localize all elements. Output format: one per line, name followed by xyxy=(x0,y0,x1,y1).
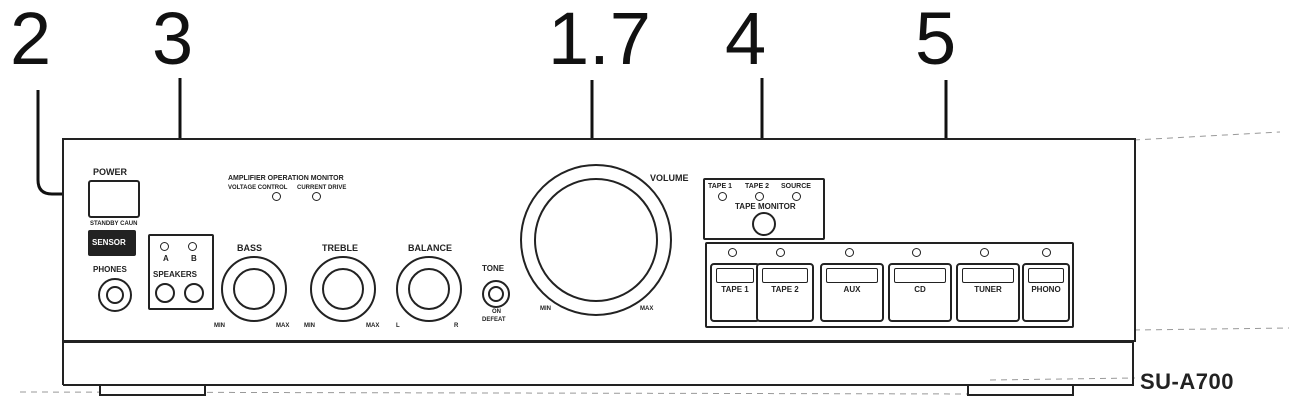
callout-3: 3 xyxy=(152,0,194,80)
selector-led-phono xyxy=(1042,248,1051,257)
sensor-window xyxy=(88,230,136,256)
speaker-a-label: A xyxy=(163,254,169,263)
selector-tape-2-button[interactable]: TAPE 2 xyxy=(756,263,814,322)
balance-r-label: R xyxy=(454,323,459,329)
tone-button-inner xyxy=(488,286,504,302)
selector-tape-1-button[interactable]: TAPE 1 xyxy=(710,263,760,322)
speaker-a-button[interactable] xyxy=(155,283,175,303)
tape2-monitor-label: TAPE 2 xyxy=(745,183,769,190)
foot-right xyxy=(967,384,1074,396)
tape2-monitor-led xyxy=(755,192,764,201)
volume-min-label: MIN xyxy=(540,306,551,312)
tape1-monitor-label: TAPE 1 xyxy=(708,183,732,190)
phones-jack-inner xyxy=(106,286,124,304)
selector-cd-button[interactable]: CD xyxy=(888,263,952,322)
scan-artifact xyxy=(1133,131,1281,141)
balance-knob-cap xyxy=(408,268,450,310)
callout-2: 2 xyxy=(10,0,52,80)
button-strip xyxy=(762,268,808,283)
voltage-control-label: VOLTAGE CONTROL xyxy=(228,185,288,191)
model-number: SU-A700 xyxy=(1140,369,1234,394)
speaker-b-label: B xyxy=(191,254,197,263)
source-monitor-led xyxy=(792,192,801,201)
speaker-b-button[interactable] xyxy=(184,283,204,303)
treble-label: TREBLE xyxy=(322,243,358,253)
treble-min-label: MIN xyxy=(304,323,315,329)
tone-on-label: ON xyxy=(492,309,501,315)
speakers-label: SPEAKERS xyxy=(153,270,198,279)
monitor-title: AMPLIFIER OPERATION MONITOR xyxy=(228,175,344,182)
scan-artifact xyxy=(989,377,1136,381)
power-label: POWER xyxy=(93,167,128,177)
balance-l-label: L xyxy=(396,323,400,329)
button-strip xyxy=(1028,268,1064,283)
callout-1-7: 1.7 xyxy=(548,0,651,80)
current-drive-label: CURRENT DRIVE xyxy=(297,185,347,191)
button-strip xyxy=(716,268,754,283)
tape1-monitor-led xyxy=(718,192,727,201)
scan-artifact xyxy=(1133,327,1289,331)
bass-min-label: MIN xyxy=(214,323,225,329)
selector-tape-1-label: TAPE 1 xyxy=(721,285,749,294)
volume-max-label: MAX xyxy=(640,306,654,312)
selector-led-tuner xyxy=(980,248,989,257)
current-drive-led xyxy=(312,192,321,201)
selector-led-aux xyxy=(845,248,854,257)
leader-2 xyxy=(36,90,88,196)
tone-label: TONE xyxy=(482,264,505,273)
bass-max-label: MAX xyxy=(276,323,290,329)
selector-phono-button[interactable]: PHONO xyxy=(1022,263,1070,322)
volume-label: VOLUME xyxy=(650,173,689,183)
source-monitor-label: SOURCE xyxy=(781,183,811,190)
tape-monitor-button[interactable] xyxy=(752,212,776,236)
callout-4: 4 xyxy=(725,0,767,80)
tape-monitor-box xyxy=(703,178,825,240)
selector-aux-button[interactable]: AUX xyxy=(820,263,884,322)
callout-5: 5 xyxy=(915,0,957,80)
tape-monitor-label: TAPE MONITOR xyxy=(735,202,796,211)
standby-label: STANDBY CAUN xyxy=(90,221,138,227)
button-strip xyxy=(826,268,878,283)
balance-label: BALANCE xyxy=(408,243,452,253)
selector-led-tape2 xyxy=(776,248,785,257)
selector-tuner-label: TUNER xyxy=(974,285,1002,294)
sensor-label: SENSOR xyxy=(92,238,126,247)
speaker-b-led xyxy=(188,242,197,251)
bass-knob-cap xyxy=(233,268,275,310)
treble-knob-cap xyxy=(322,268,364,310)
selector-led-cd xyxy=(912,248,921,257)
button-strip xyxy=(962,268,1014,283)
treble-max-label: MAX xyxy=(366,323,380,329)
selector-cd-label: CD xyxy=(914,285,926,294)
selector-aux-label: AUX xyxy=(843,285,861,294)
phones-label: PHONES xyxy=(93,265,127,274)
bass-label: BASS xyxy=(237,243,263,253)
selector-led-tape1 xyxy=(728,248,737,257)
selector-tape-2-label: TAPE 2 xyxy=(771,285,799,294)
button-strip xyxy=(894,268,946,283)
foot-left xyxy=(99,384,206,396)
selector-tuner-button[interactable]: TUNER xyxy=(956,263,1020,322)
tone-defeat-label: DEFEAT xyxy=(482,317,506,323)
volume-knob[interactable] xyxy=(534,178,658,302)
speaker-a-led xyxy=(160,242,169,251)
voltage-control-led xyxy=(272,192,281,201)
selector-phono-label: PHONO xyxy=(1031,285,1061,294)
power-button[interactable] xyxy=(88,180,140,218)
